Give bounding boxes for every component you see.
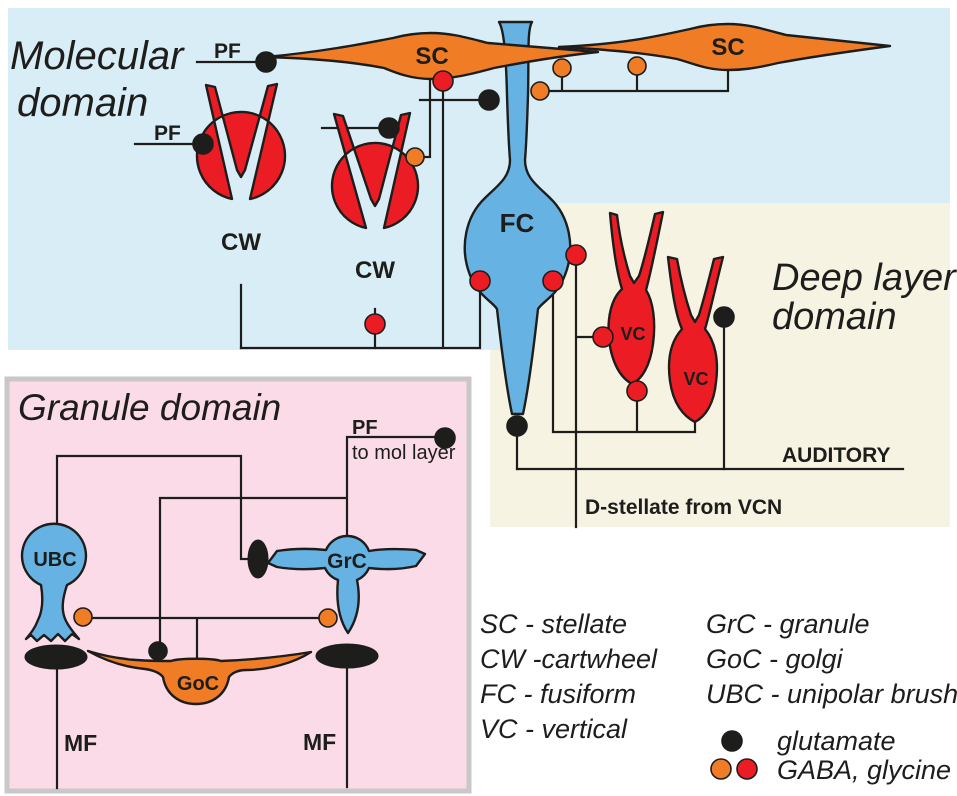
sc1-axon-line: [421, 74, 432, 159]
molecular-domain-region: [8, 8, 950, 350]
granule-domain-region: [4, 376, 472, 794]
glutamate-synapse-dot: [148, 641, 168, 661]
glycine-synapse-dot: [469, 270, 491, 292]
glutamate-synapse-dot: [478, 89, 500, 111]
glutamate-synapses: [148, 51, 735, 661]
pf-label-granule: PF: [352, 417, 378, 439]
gaba-synapse-dot: [552, 58, 572, 78]
legend-glutamate-dot: [721, 730, 743, 752]
granule-cell-body: [266, 534, 427, 635]
glycine-synapse-dot: [626, 380, 648, 402]
gaba-synapse-dot: [530, 81, 550, 101]
stellate-cell-2-body: [557, 22, 892, 72]
goc-axon-branch: [90, 616, 322, 662]
gaba-synapses: [73, 56, 647, 628]
glycine-synapses: [364, 70, 648, 402]
legend-item-ubc: UBC - unipolar brush: [706, 679, 957, 709]
glutamate-synapse-dot: [434, 427, 456, 449]
goc-cell-label: GoC: [177, 673, 219, 695]
grc-cell-label: GrC: [327, 550, 367, 573]
molecular-domain-title-line1: Molecular: [10, 34, 185, 78]
stellate-cell-1-body: [264, 31, 600, 81]
legend-item-gaba-glycine: GABA, glycine: [777, 755, 951, 785]
cw2-cell-label: CW: [355, 257, 395, 284]
gaba-synapse-dot: [405, 147, 425, 167]
legend-item-goc: GoC - golgi: [706, 644, 844, 674]
pf-label-mid: PF: [154, 122, 181, 145]
vc-to-fc-line: [551, 288, 697, 434]
to-mol-layer-label: to mol layer: [352, 442, 456, 464]
d-stellate-line: [574, 262, 597, 529]
black-terminals: [24, 539, 379, 670]
legend-item-sc: SC - stellate: [480, 609, 627, 639]
sc2-cell-label: SC: [711, 34, 744, 61]
molecular-domain-title-line2: domain: [17, 81, 148, 125]
legend-item-glutamate: glutamate: [777, 726, 896, 756]
mf-label-left: MF: [64, 730, 97, 756]
fusiform-cell-body: [463, 20, 572, 416]
mossy-fiber-terminal-right: [315, 643, 379, 669]
cw-axon-collector-line: [239, 88, 482, 350]
glutamate-synapse-dot: [506, 415, 528, 437]
legend-item-cw: CW -cartwheel: [480, 644, 658, 674]
glutamate-synapse-dot: [255, 51, 277, 73]
gaba-synapse-dot: [73, 607, 93, 627]
vc2-cell-label: VC: [683, 369, 708, 389]
orange-cells: [86, 22, 892, 706]
legend-item-grc: GrC - granule: [706, 609, 870, 639]
glycine-synapse-dot: [432, 70, 454, 92]
legend-gaba-dot: [710, 758, 732, 780]
grc-axon-branch: [158, 435, 438, 646]
red-cells: [195, 82, 725, 424]
mf-label-right: MF: [303, 729, 336, 755]
blue-cells: [20, 20, 572, 643]
glutamate-synapse-dot: [378, 117, 400, 139]
deep-layer-domain-title-line1: Deep layer: [772, 257, 957, 299]
ubc-cell-label: UBC: [33, 549, 76, 571]
ubc-axon-branch: [55, 454, 251, 561]
cartwheel-cell-1-body: [195, 82, 287, 201]
cw1-cell-label: CW: [221, 229, 261, 256]
glycine-synapse-dot: [364, 313, 386, 335]
legend-item-fc: FC - fusiform: [480, 679, 636, 709]
sc1-cell-label: SC: [415, 43, 448, 70]
granule-domain-box: [4, 376, 472, 794]
connection-lines: [55, 60, 905, 790]
deep-layer-domain-title-line2: domain: [772, 296, 897, 338]
figure-ink: [20, 20, 905, 790]
vertical-cell-1-body: [607, 210, 665, 386]
sc2-axon-line: [547, 61, 730, 93]
glutamate-synapse-dot: [713, 306, 735, 328]
pf-label-top: PF: [214, 40, 241, 63]
ubc-cell-body: [20, 522, 88, 643]
golgi-cell-body: [86, 649, 313, 706]
vc1-cell-label: VC: [620, 324, 645, 344]
auditory-label: AUDITORY: [782, 444, 891, 467]
fc-cell-label: FC: [500, 208, 535, 238]
labels: Molecular domain Deep layer domain Granu…: [10, 34, 957, 785]
d-stellate-label: D-stellate from VCN: [585, 496, 782, 519]
mossy-fiber-terminal-left: [24, 644, 88, 670]
cartwheel-cell-2-body: [330, 111, 420, 230]
legend-item-vc: VC - vertical: [480, 714, 628, 744]
glutamate-synapse-dot: [192, 133, 214, 155]
legend-key-dots: [710, 730, 758, 780]
granule-domain-title: Granule domain: [18, 387, 281, 428]
vertical-cell-2-body: [666, 255, 725, 424]
glycine-synapse-dot: [542, 270, 564, 292]
glycine-synapse-dot: [592, 326, 614, 348]
gaba-synapse-dot: [627, 56, 647, 76]
ubc-mossy-terminal: [247, 539, 269, 579]
glycine-synapse-dot: [565, 244, 587, 266]
gaba-synapse-dot: [318, 608, 338, 628]
legend-glycine-dot: [736, 758, 758, 780]
